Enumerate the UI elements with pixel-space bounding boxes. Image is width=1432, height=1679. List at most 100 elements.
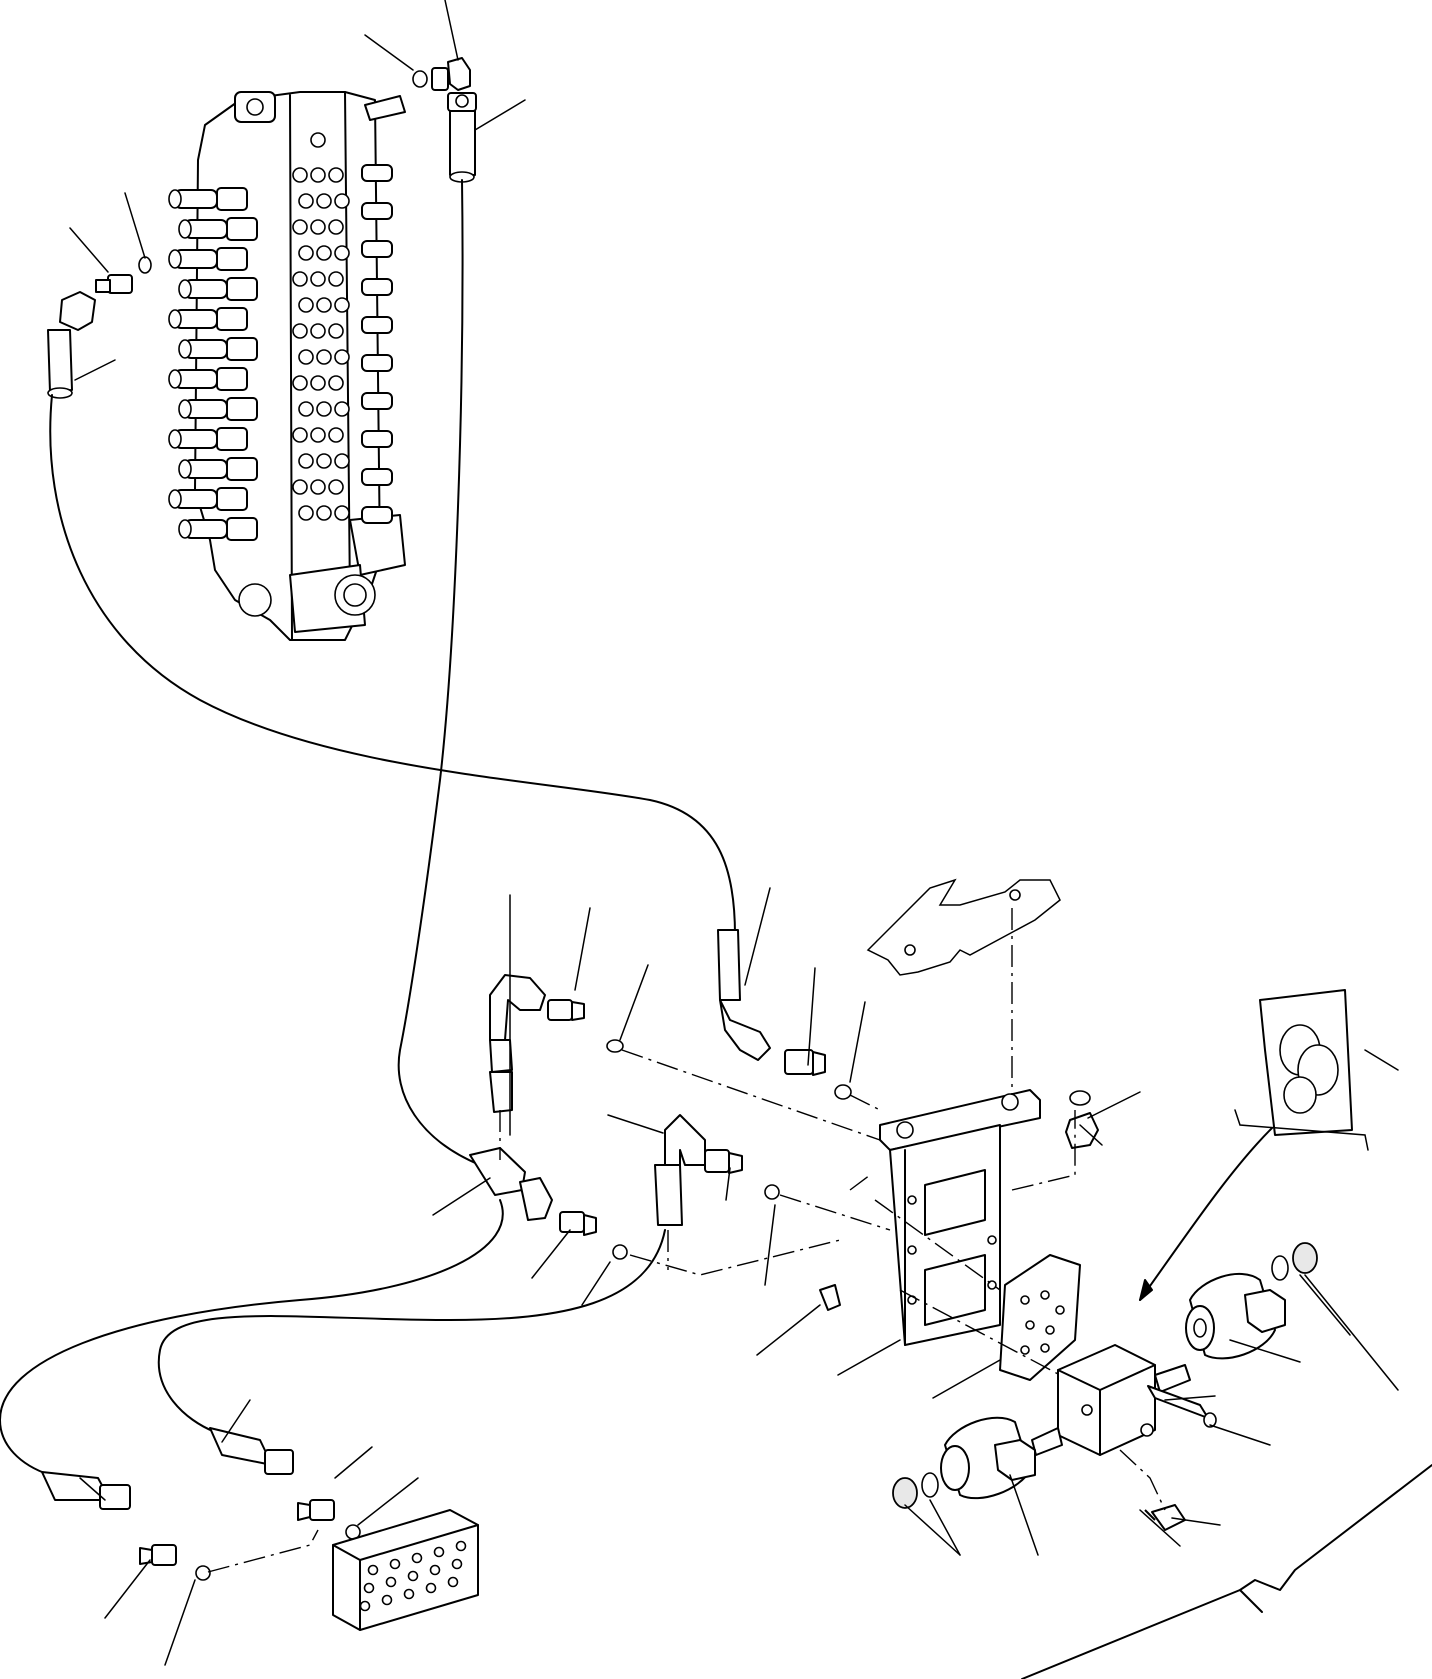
valve-port — [292, 219, 308, 235]
junction-port — [429, 1564, 441, 1576]
valve-port — [328, 219, 344, 235]
leader-line — [904, 1504, 961, 1556]
valve-spool — [178, 517, 258, 541]
valve-port — [328, 479, 344, 495]
leader-lines — [69, 0, 1399, 1666]
leader-line — [1229, 1339, 1301, 1363]
group-brace — [1021, 1464, 1432, 1679]
valve-port — [310, 271, 326, 287]
valve-port — [310, 427, 326, 443]
valve-spool — [361, 202, 393, 220]
junction-port — [363, 1582, 375, 1594]
leader-line — [1171, 1517, 1221, 1526]
valve-port — [334, 297, 350, 313]
leader-line — [1299, 1274, 1351, 1336]
junction-port — [455, 1540, 467, 1552]
valve-spool — [361, 240, 393, 258]
valve-port — [310, 323, 326, 339]
valve-spool — [168, 487, 248, 511]
callout-arrow — [1139, 1127, 1273, 1301]
valve-port-array — [292, 167, 350, 521]
valve-port — [316, 453, 332, 469]
leader-line — [756, 1304, 821, 1356]
leader-line — [581, 1261, 611, 1306]
leader-line — [1164, 1395, 1216, 1401]
valve-spool — [178, 337, 258, 361]
leader-line — [474, 99, 526, 131]
junction-port — [385, 1576, 397, 1588]
valve-port — [316, 349, 332, 365]
leader-line — [124, 192, 146, 259]
hose-end-group-c — [654, 1114, 780, 1226]
valve-port — [328, 167, 344, 183]
valve-spool-array — [168, 164, 393, 541]
o-ring-seal-kit — [1234, 989, 1369, 1151]
valve-port — [334, 401, 350, 417]
leader-line — [932, 1359, 1001, 1399]
hose-end-group-a — [489, 974, 624, 1113]
valve-port — [310, 479, 326, 495]
leader-line — [607, 1114, 664, 1134]
leader-line — [531, 1229, 571, 1279]
junction-port — [367, 1564, 379, 1576]
leader-line — [1087, 1091, 1141, 1119]
junction-port — [411, 1552, 423, 1564]
coil-nuts — [892, 1242, 1318, 1509]
junction-port — [451, 1558, 463, 1570]
valve-port — [316, 401, 332, 417]
valve-spool — [361, 430, 393, 448]
valve-spool — [168, 427, 248, 451]
valve-spool — [361, 278, 393, 296]
leader-line — [104, 1559, 151, 1619]
valve-port — [328, 271, 344, 287]
junction-port — [447, 1576, 459, 1588]
leader-line — [432, 1177, 491, 1216]
valve-port — [292, 427, 308, 443]
plate-hole — [1040, 1343, 1050, 1353]
valve-port — [310, 375, 326, 391]
junction-port — [403, 1588, 415, 1600]
hose-end-group-b — [717, 929, 852, 1100]
valve-port — [310, 219, 326, 235]
plate-hole — [1040, 1290, 1050, 1300]
junction-port — [425, 1582, 437, 1594]
leader-line — [334, 1446, 373, 1479]
leader-line — [364, 34, 414, 71]
valve-port — [328, 375, 344, 391]
valve-port — [316, 297, 332, 313]
junction-block — [332, 1509, 479, 1631]
valve-spool — [361, 316, 393, 334]
plate-hole — [1055, 1305, 1065, 1315]
valve-port — [292, 323, 308, 339]
leader-line — [1209, 1424, 1271, 1446]
leader-line — [1009, 1474, 1039, 1556]
valve-port — [298, 453, 314, 469]
leader-line — [849, 1001, 866, 1083]
solenoid-valve-block — [1031, 1344, 1191, 1456]
leader-line — [357, 1477, 419, 1526]
frame-section-cutaway — [866, 878, 1061, 976]
valve-port — [298, 349, 314, 365]
valve-spool — [361, 354, 393, 372]
control-valve — [168, 91, 406, 641]
leader-line — [764, 1204, 776, 1286]
valve-port — [316, 245, 332, 261]
assembly-centerlines — [207, 908, 1166, 1573]
leader-line — [1079, 1124, 1103, 1146]
leader-line — [574, 907, 591, 991]
valve-port — [328, 427, 344, 443]
leader-line — [837, 1339, 901, 1376]
valve-port — [310, 167, 326, 183]
valve-port — [334, 505, 350, 521]
valve-spool — [168, 247, 248, 271]
valve-spool — [361, 468, 393, 486]
mounting-bracket — [879, 1089, 1041, 1346]
valve-spool — [361, 392, 393, 410]
valve-port — [316, 193, 332, 209]
valve-port — [316, 505, 332, 521]
leader-line — [1139, 1509, 1181, 1547]
valve-spool — [178, 277, 258, 301]
valve-spool — [168, 307, 248, 331]
hose-end-group-e — [41, 1471, 211, 1581]
